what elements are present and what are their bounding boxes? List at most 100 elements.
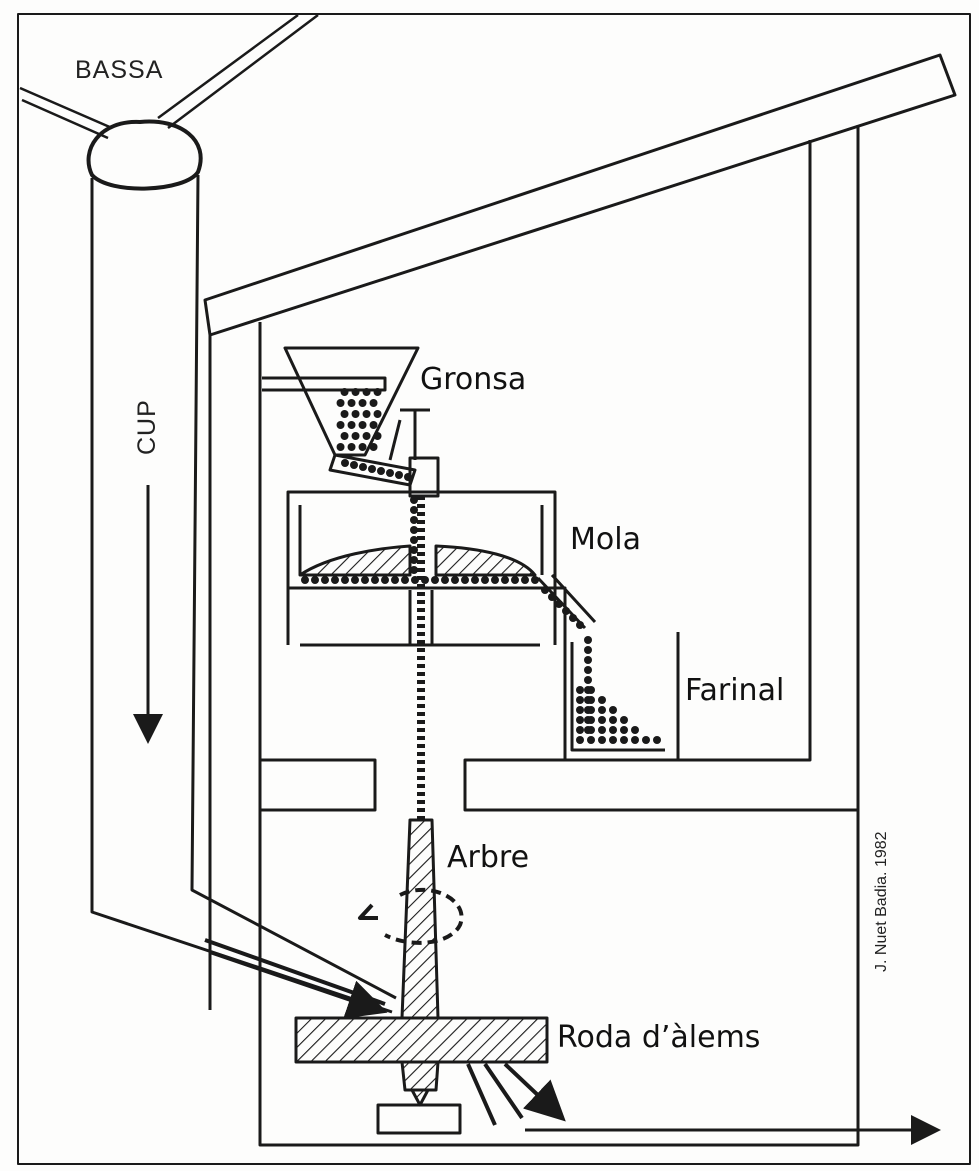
grain-dot	[362, 388, 371, 396]
grain-dot	[576, 696, 584, 704]
grain-dot	[410, 566, 418, 574]
grain-dot	[584, 656, 592, 664]
grain-dot	[461, 576, 469, 584]
grain-dot	[421, 576, 429, 584]
grain-dot	[361, 576, 369, 584]
roof	[203, 53, 957, 337]
label-cup: CUP	[133, 399, 161, 455]
label-farinal: Farinal	[685, 673, 785, 708]
grain-dot	[587, 726, 595, 734]
grain-dot	[555, 600, 563, 608]
grain-dot	[311, 576, 319, 584]
grain-dot	[631, 726, 639, 734]
grain-dot	[347, 443, 356, 451]
grain-dot	[358, 421, 367, 429]
grain-dot	[431, 576, 439, 584]
grain-dot	[341, 459, 349, 467]
grain-dot	[371, 576, 379, 584]
grain-dot	[358, 399, 367, 407]
grain-dot	[340, 410, 349, 418]
grain-dot	[587, 716, 595, 724]
roda-wheel	[294, 1016, 549, 1064]
grain-dot	[481, 576, 489, 584]
grain-dot	[584, 646, 592, 654]
grain-dot	[584, 666, 592, 674]
grain-dot	[562, 607, 570, 615]
grain-dot	[373, 388, 382, 396]
grain-dot	[336, 421, 345, 429]
grain-dot	[620, 726, 628, 734]
grain-dot	[576, 716, 584, 724]
grain-dot	[369, 399, 378, 407]
grain-dot	[576, 736, 584, 744]
grain-dot	[541, 586, 549, 594]
label-roda-alems: Roda d’àlems	[557, 1020, 761, 1055]
grain-dot	[609, 716, 617, 724]
grain-dot	[336, 443, 345, 451]
arbre-shaft	[400, 818, 440, 1020]
grain-dot	[587, 706, 595, 714]
outflow-arrows	[466, 1062, 560, 1125]
grain-dot	[401, 576, 409, 584]
grain-dot	[358, 443, 367, 451]
grain-dot	[584, 676, 592, 684]
grain-dot	[381, 576, 389, 584]
base-block	[376, 1103, 462, 1135]
grain-dot	[369, 443, 378, 451]
grain-dot	[511, 576, 519, 584]
grain-dot	[620, 736, 628, 744]
grain-dot	[351, 388, 360, 396]
grain-dot	[521, 576, 529, 584]
grain-dot	[340, 388, 349, 396]
grain-dot	[598, 706, 606, 714]
grain-dot	[336, 399, 345, 407]
upper-millstone-right	[434, 544, 537, 577]
grain-dot	[351, 410, 360, 418]
grain-dot	[620, 716, 628, 724]
grain-dot	[441, 576, 449, 584]
grain-dot	[584, 636, 592, 644]
grain-dot	[587, 686, 595, 694]
grain-dot	[341, 576, 349, 584]
grain-dot	[653, 736, 661, 744]
label-mola: Mola	[570, 522, 641, 557]
gronsa-hopper	[262, 346, 420, 457]
grain-dot	[410, 526, 418, 534]
grain-dot	[609, 706, 617, 714]
lower-spindle	[400, 1060, 440, 1107]
grain-dot	[410, 506, 418, 514]
grain-dot	[410, 496, 418, 504]
grain-dot	[471, 576, 479, 584]
grain-dot	[609, 736, 617, 744]
grain-dot	[598, 726, 606, 734]
grain-dots	[301, 388, 661, 744]
grain-dot	[598, 696, 606, 704]
grain-dot	[410, 536, 418, 544]
grain-dot	[351, 432, 360, 440]
grain-dot	[410, 556, 418, 564]
grain-dot	[321, 576, 329, 584]
grain-dot	[386, 469, 394, 477]
cup-pipe	[90, 174, 397, 1014]
grain-dot	[340, 432, 349, 440]
farinal-bin	[563, 632, 680, 762]
grain-dot	[395, 471, 403, 479]
grain-dot	[491, 576, 499, 584]
grain-dot	[391, 576, 399, 584]
grain-dot	[368, 465, 376, 473]
grain-dot	[362, 410, 371, 418]
grain-dot	[404, 473, 412, 481]
grain-dot	[598, 716, 606, 724]
grain-dot	[350, 461, 358, 469]
grain-dot	[569, 614, 577, 622]
grain-dot	[362, 432, 371, 440]
grain-dot	[331, 576, 339, 584]
grain-dot	[587, 696, 595, 704]
grain-dot	[301, 576, 309, 584]
label-gronsa: Gronsa	[420, 362, 527, 397]
bassa-pond	[86, 119, 203, 191]
grain-dot	[598, 736, 606, 744]
grain-dot	[373, 432, 382, 440]
channel-right	[157, 13, 319, 129]
grain-dot	[410, 546, 418, 554]
